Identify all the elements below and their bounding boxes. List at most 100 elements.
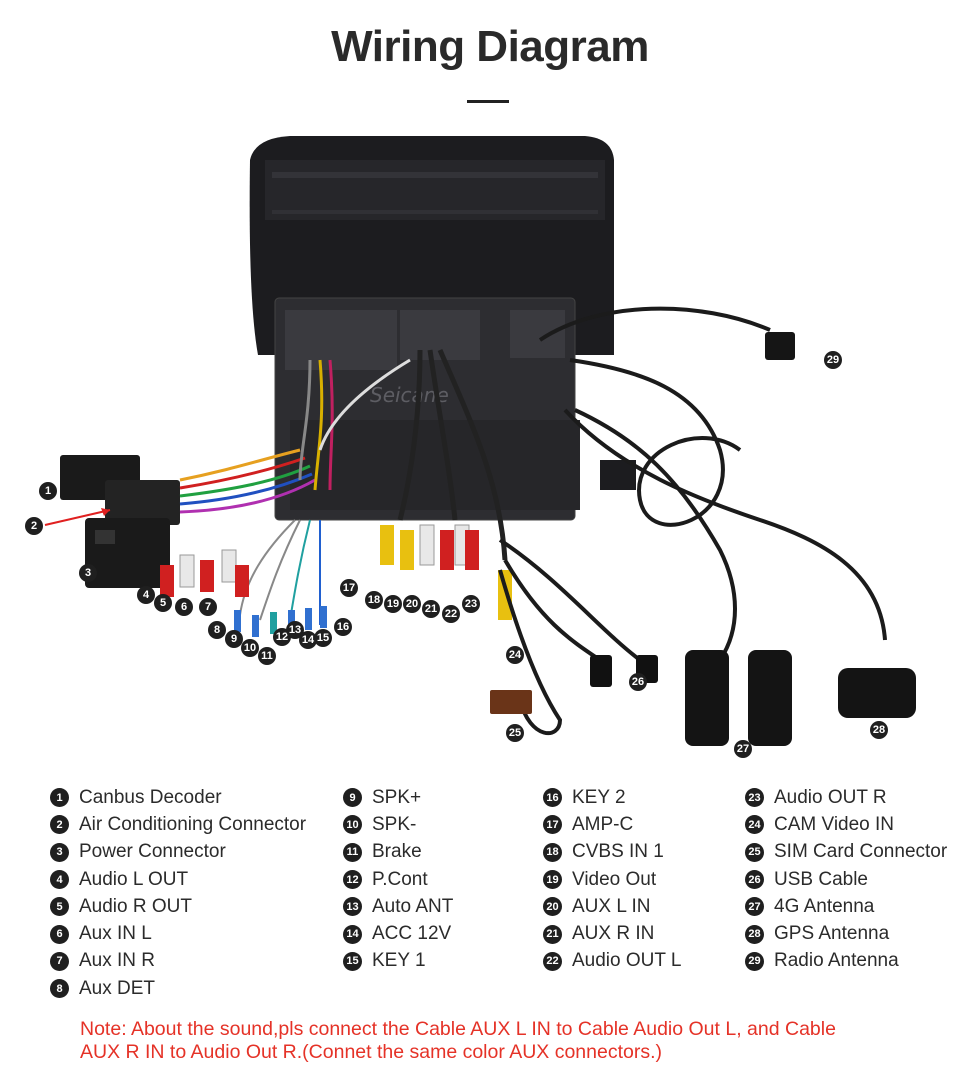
legend-number-badge: 6 <box>50 924 69 944</box>
callout-badge-14 <box>299 631 317 649</box>
legend-number-badge: 9 <box>343 788 362 808</box>
callout-badge-number: 19 <box>387 598 399 610</box>
callout-badge-10 <box>241 639 259 657</box>
legend-label: SIM Card Connector <box>774 841 948 863</box>
callout-badge-number: 27 <box>737 743 749 755</box>
callout-badge-8 <box>208 621 226 639</box>
callout-badge-25 <box>506 724 524 742</box>
callout-badge-number: 23 <box>465 598 477 610</box>
callout-badge-23 <box>462 595 480 613</box>
callout-badge-number: 14 <box>302 634 315 646</box>
callout-badge-28 <box>870 721 888 739</box>
legend-label: Power Connector <box>79 841 226 863</box>
legend-item: 12 P.Cont <box>343 866 453 893</box>
legend-number-badge: 12 <box>343 870 362 890</box>
callout-badge-number: 5 <box>160 597 166 609</box>
legend-number-badge: 19 <box>543 870 562 890</box>
legend-label: KEY 1 <box>372 950 426 972</box>
callout-badge-number: 20 <box>406 598 418 610</box>
legend-item: 1 Canbus Decoder <box>50 784 306 811</box>
callout-badge-16 <box>334 618 352 636</box>
legend-label: P.Cont <box>372 868 428 890</box>
callout-badge-1 <box>39 482 57 500</box>
callout-badge-24 <box>506 646 524 664</box>
legend-label: Aux IN R <box>79 950 156 972</box>
legend-number-badge: 27 <box>745 897 764 917</box>
antenna-cables <box>498 306 887 736</box>
legend-label: CVBS IN 1 <box>572 841 664 863</box>
callout-badge-4 <box>137 586 155 604</box>
callout-badge-number: 10 <box>244 642 256 654</box>
callout-badge-6 <box>175 598 193 616</box>
legend-item: 23 Audio OUT R <box>745 784 947 811</box>
legend-number-badge: 8 <box>50 979 69 999</box>
legend-label: Radio Antenna <box>774 950 899 972</box>
wiring-figure: Seicane <box>0 120 980 770</box>
4g-antenna-pad-1 <box>685 650 729 746</box>
legend-label: Brake <box>372 841 422 863</box>
legend-item: 21 AUX R IN <box>543 920 681 947</box>
callout-badge-19 <box>384 595 402 613</box>
legend-number-badge: 21 <box>543 924 562 944</box>
callout-badge-number: 21 <box>425 603 437 615</box>
callout-badge-number: 2 <box>31 520 37 532</box>
gps-antenna-block <box>838 668 916 718</box>
callout-badge-20 <box>403 595 421 613</box>
legend-number-badge: 1 <box>50 788 69 808</box>
callout-badge-3 <box>79 564 97 582</box>
legend-label: Audio OUT R <box>774 786 887 808</box>
callout-badge-11 <box>258 647 276 665</box>
legend-number-badge: 18 <box>543 842 562 862</box>
legend-number-badge: 11 <box>343 842 362 862</box>
callout-badge-number: 24 <box>509 649 522 661</box>
callout-badge-27 <box>734 740 752 758</box>
callout-badge-number: 16 <box>337 621 349 633</box>
sim-card-plug <box>490 690 532 714</box>
legend-number-badge: 5 <box>50 897 69 917</box>
wire-harness <box>179 349 508 625</box>
callout-badge-number: 8 <box>214 624 220 636</box>
usb-plug-1 <box>590 655 612 687</box>
callout-badge-13 <box>286 621 304 639</box>
callout-badge-17 <box>340 579 358 597</box>
sound-note: Note: About the sound,pls connect the Ca… <box>80 1018 960 1064</box>
legend-label: CAM Video IN <box>774 813 895 835</box>
legend-label: KEY 2 <box>572 786 626 808</box>
callout-badge-number: 22 <box>445 608 457 620</box>
callout-badge-number: 7 <box>205 601 211 613</box>
4g-antenna-pad-2 <box>748 650 792 746</box>
legend-label: AUX R IN <box>572 923 655 945</box>
legend-number-badge: 13 <box>343 897 362 917</box>
legend-number-badge: 4 <box>50 870 69 890</box>
callout-badge-number: 1 <box>45 485 51 497</box>
legend-label: GPS Antenna <box>774 923 890 945</box>
legend-label: Audio OUT L <box>572 950 682 972</box>
callout-badge-number: 9 <box>231 633 237 645</box>
legend-label: Auto ANT <box>372 895 454 917</box>
legend-number-badge: 23 <box>745 788 764 808</box>
callout-badge-number: 3 <box>85 567 91 579</box>
legend-number-badge: 17 <box>543 815 562 835</box>
callout-badge-number: 28 <box>873 724 885 736</box>
canbus-decoder <box>60 455 180 588</box>
note-line-1: Note: About the sound,pls connect the Ca… <box>80 1018 836 1040</box>
legend-label: Canbus Decoder <box>79 786 222 808</box>
callout-arrow <box>44 509 111 526</box>
